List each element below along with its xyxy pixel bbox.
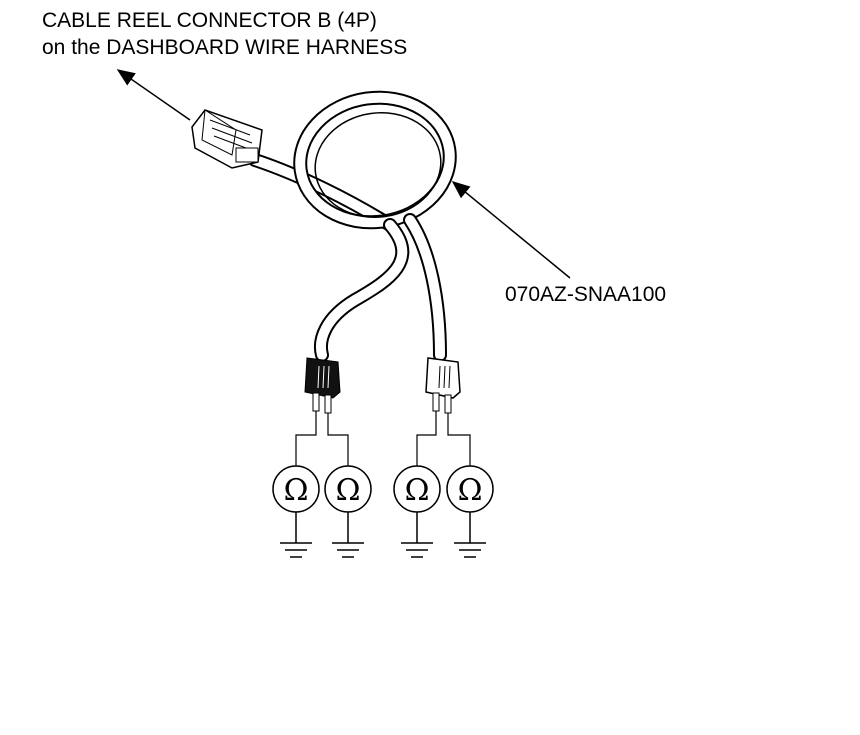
part-leader-arrow: [451, 181, 571, 279]
meter-symbol: Ω: [284, 473, 309, 508]
ohmmeter-icon: Ω: [324, 465, 372, 513]
black-2p-connector: [304, 357, 341, 414]
ohmmeter-icon: Ω: [272, 465, 320, 513]
cable-branch-left: [314, 218, 410, 362]
cable-loop: [293, 90, 457, 230]
meter-symbol: Ω: [336, 473, 361, 508]
connector-label-line2: on the DASHBOARD WIRE HARNESS: [42, 36, 408, 59]
ohmmeter-icon: Ω: [446, 465, 494, 513]
part-number-label: 070AZ-SNAA100: [505, 283, 667, 306]
meter-symbol: Ω: [405, 473, 430, 508]
ground-icon: [454, 512, 486, 558]
test-leads: [295, 411, 471, 466]
ground-icon: [280, 512, 312, 558]
ground-icon: [332, 512, 364, 558]
cable-branch-right: [403, 213, 447, 362]
meter-symbol: Ω: [458, 473, 483, 508]
ohmmeter-icon: Ω: [393, 465, 441, 513]
connector-label-line1: CABLE REEL CONNECTOR B (4P): [42, 9, 377, 32]
ground-icon: [401, 512, 433, 558]
white-2p-connector: [425, 357, 461, 414]
connector-leader-arrow: [116, 69, 191, 121]
cable-reel-connector: [191, 109, 263, 169]
